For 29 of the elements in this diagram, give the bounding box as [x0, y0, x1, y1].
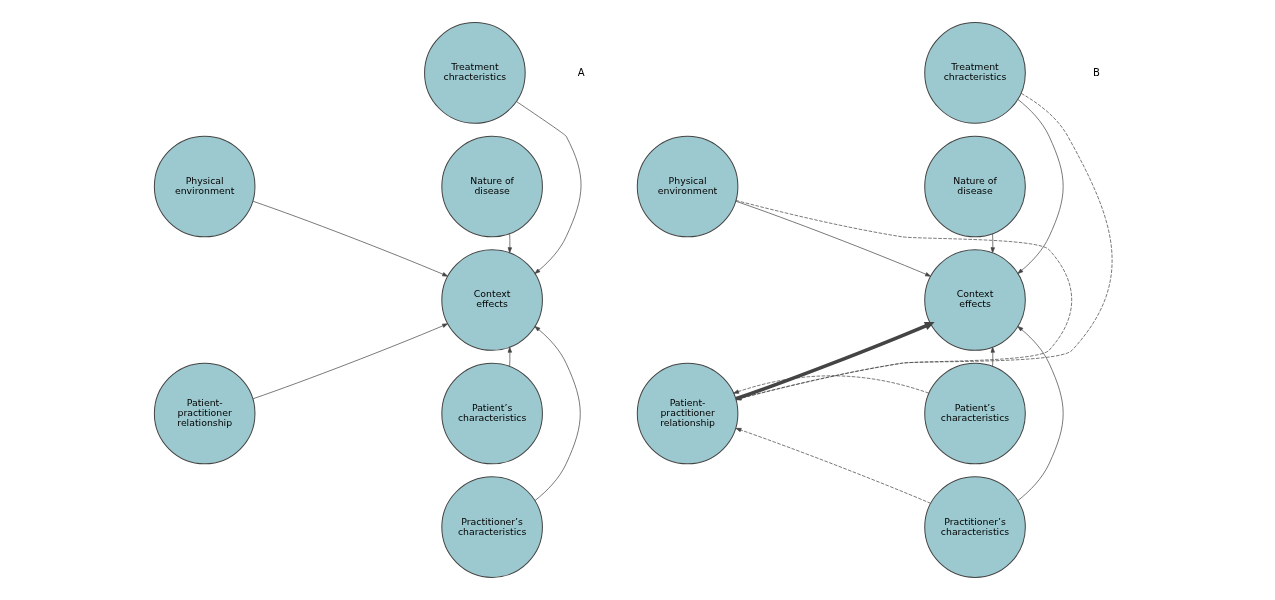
- arrow: [732, 375, 929, 394]
- node-circle: Patient’s characteristics: [440, 362, 543, 465]
- arrow: [252, 323, 448, 400]
- node-circle: Physical environment: [153, 135, 255, 238]
- node-circle: Treatment chracteristics: [423, 22, 526, 124]
- node-circle: Nature of disease: [923, 135, 1026, 238]
- node-circle: Practitioner’s characteristics: [440, 476, 543, 578]
- arrow: [507, 233, 512, 254]
- arrow: [252, 200, 448, 277]
- arrow: [735, 200, 1072, 401]
- arrow: [734, 321, 935, 401]
- node-circle: Treatment chracteristics: [923, 22, 1026, 124]
- label: B: [1092, 66, 1100, 78]
- arrow: [507, 346, 512, 367]
- node-circle: Nature of disease: [440, 135, 543, 238]
- node-circle: Patient-practitioner relationship: [153, 362, 255, 465]
- arrow: [735, 93, 1112, 401]
- arrow: [990, 233, 995, 254]
- node-circle: Patient’s characteristics: [923, 362, 1026, 465]
- arrow: [534, 326, 581, 501]
- node-circle: Physical environment: [636, 135, 738, 238]
- arrow: [990, 346, 995, 367]
- arrow: [1017, 99, 1064, 274]
- label: A: [577, 66, 585, 78]
- node-circle: Practitioner’s characteristics: [923, 476, 1026, 578]
- arrow: [1017, 326, 1064, 501]
- arrow: [735, 427, 931, 504]
- arrow: [515, 101, 581, 274]
- arrow: [735, 200, 931, 277]
